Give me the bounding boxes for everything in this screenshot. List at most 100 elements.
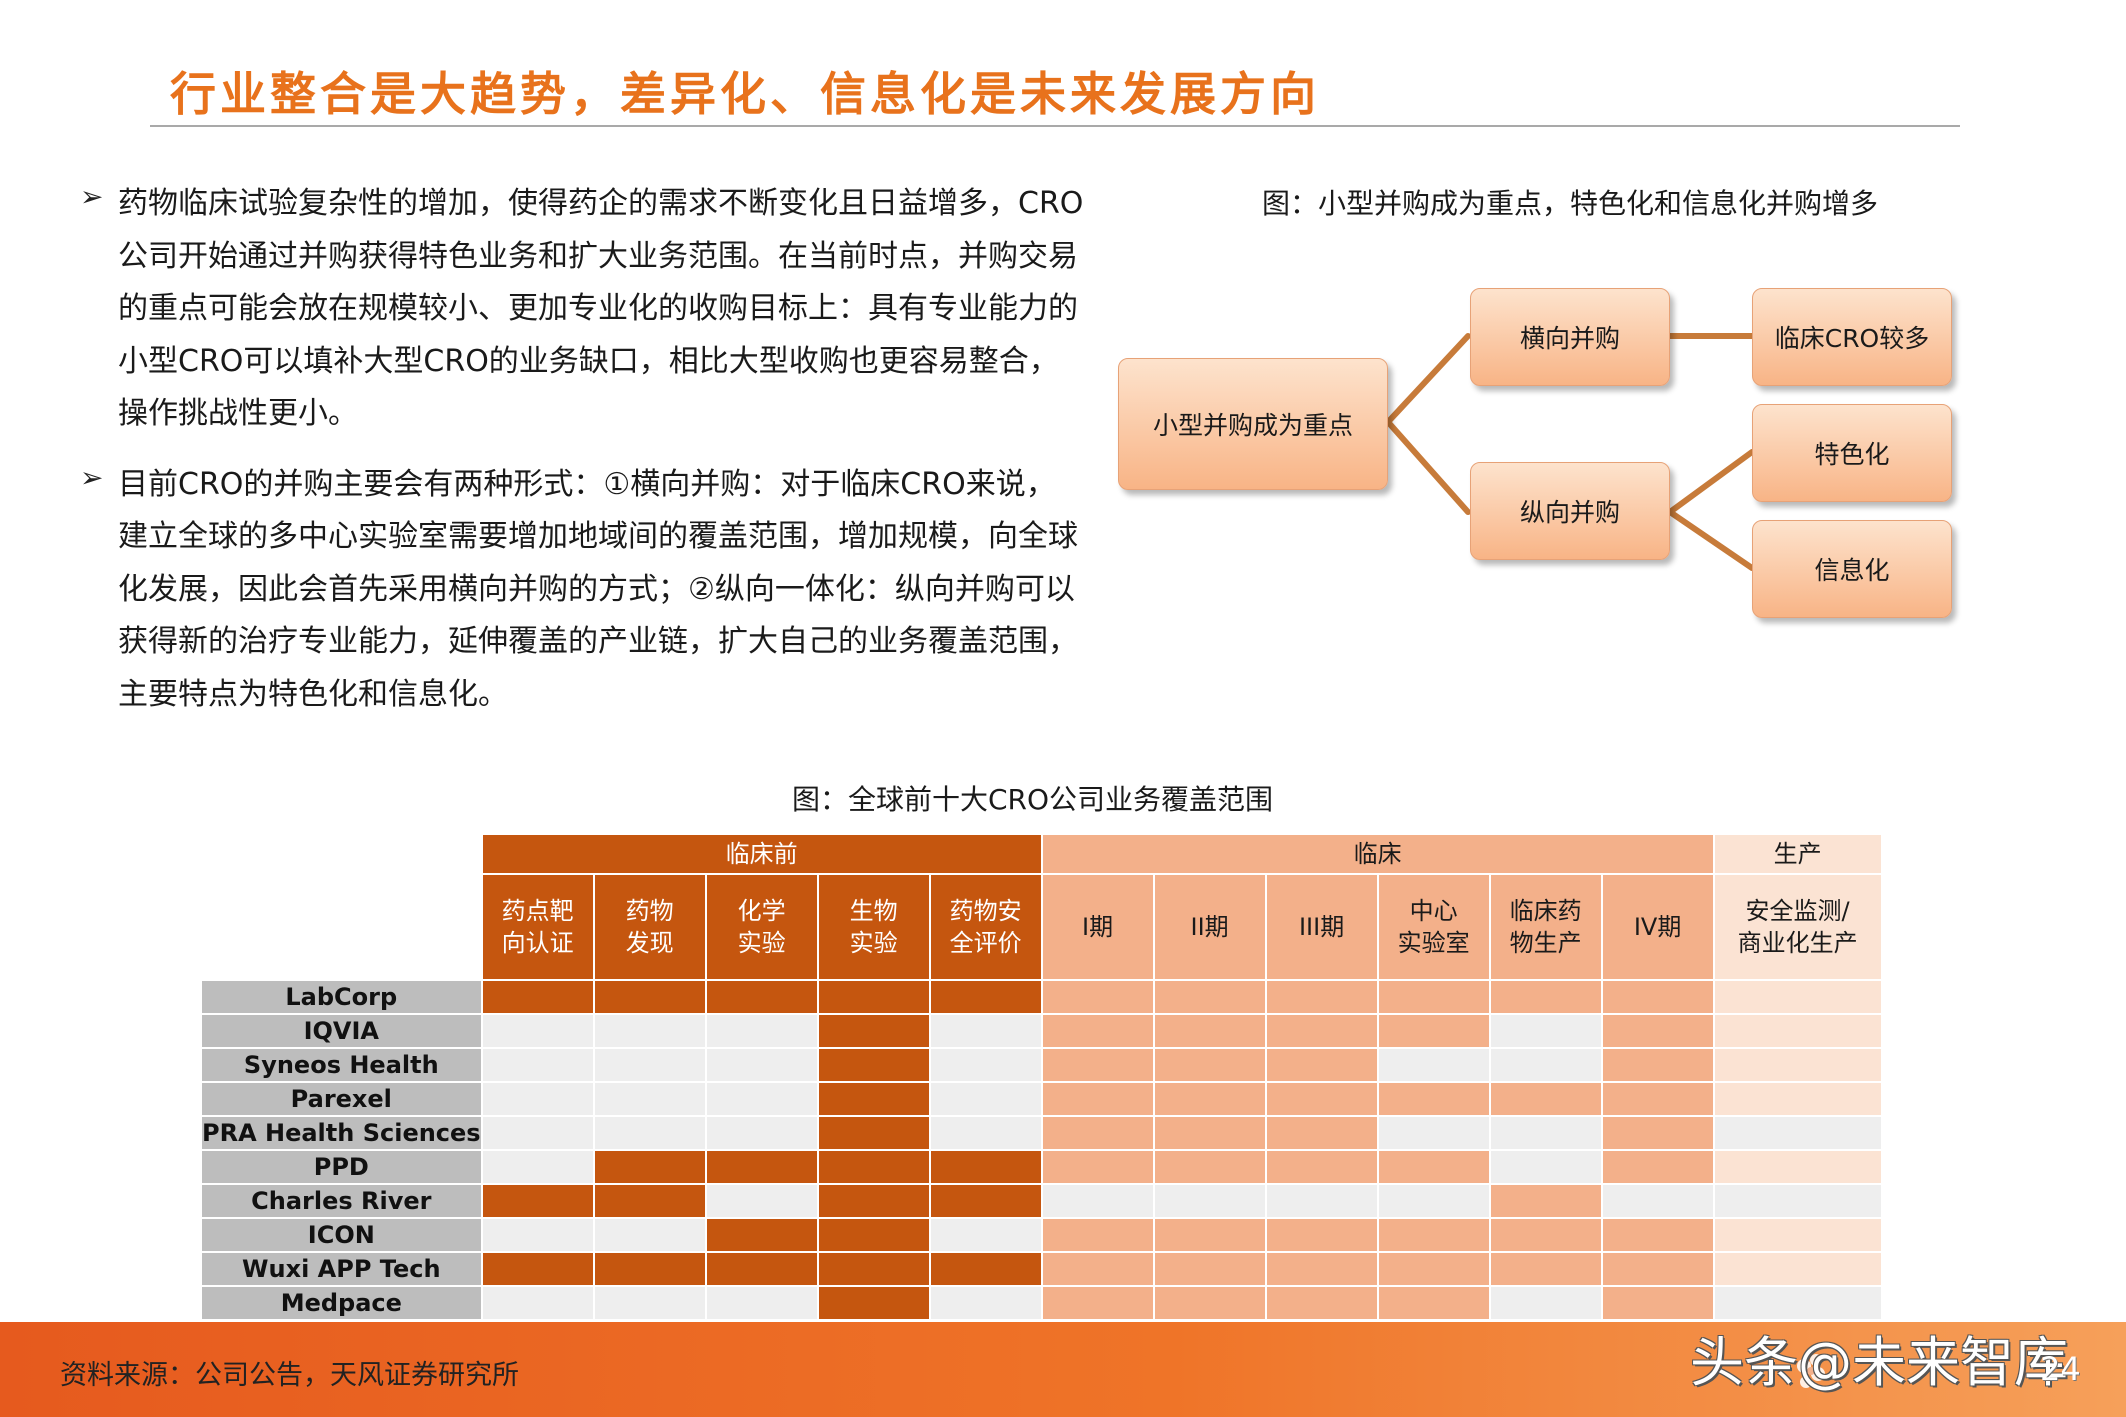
company-label: Parexel (200, 1081, 483, 1117)
table-row: Charles River (200, 1183, 1883, 1219)
coverage-cell-empty (1600, 1183, 1715, 1219)
page-title: 行业整合是大趋势，差异化、信息化是未来发展方向 (170, 67, 1320, 121)
coverage-cell-empty (480, 1149, 595, 1185)
coverage-cell-filled (1040, 1285, 1155, 1321)
coverage-cell-filled (928, 1149, 1043, 1185)
coverage-cell-filled (1264, 1081, 1379, 1117)
column-header-4: 生物 实验 (816, 873, 931, 981)
bullet-item-1: ➢ 药物临床试验复杂性的增加，使得药企的需求不断变化且日益增多，CRO 公司开始… (80, 178, 1084, 441)
coverage-cell-empty (592, 1047, 707, 1083)
coverage-cell-filled (1152, 1081, 1267, 1117)
bullet-list: ➢ 药物临床试验复杂性的增加，使得药企的需求不断变化且日益增多，CRO 公司开始… (80, 178, 1084, 739)
tree-caption: 图：小型并购成为重点，特色化和信息化并购增多 (1262, 187, 1879, 220)
coverage-cell-filled (1040, 1047, 1155, 1083)
coverage-cell-filled (816, 1115, 931, 1151)
coverage-cell-empty (592, 1013, 707, 1049)
arrow-bullet-icon: ➢ (80, 460, 104, 494)
company-label: LabCorp (200, 979, 483, 1015)
bullet-item-2: ➢ 目前CRO的并购主要会有两种形式：①横向并购：对于临床CRO来说， 建立全球… (80, 459, 1080, 722)
coverage-cell-empty (480, 1217, 595, 1253)
coverage-cell-filled (1264, 1149, 1379, 1185)
coverage-cell-filled (1376, 979, 1491, 1015)
company-label: PPD (200, 1149, 483, 1185)
coverage-cell-filled (1376, 1013, 1491, 1049)
coverage-cell-empty (1712, 1115, 1883, 1151)
column-header-5: 药物安 全评价 (928, 873, 1043, 981)
coverage-cell-empty (480, 1047, 595, 1083)
coverage-cell-filled (1152, 1115, 1267, 1151)
coverage-cell-filled (928, 1251, 1043, 1287)
table-row: ICON (200, 1217, 1883, 1253)
coverage-cell-filled (1264, 1217, 1379, 1253)
coverage-cell-filled (1152, 1047, 1267, 1083)
group-header-pro: 生产 (1712, 833, 1883, 875)
group-header-cli: 临床 (1040, 833, 1715, 875)
coverage-cell-empty (928, 1217, 1043, 1253)
matrix-corner (200, 833, 483, 981)
column-header-2: 药物 发现 (592, 873, 707, 981)
table-row: PRA Health Sciences (200, 1115, 1883, 1151)
coverage-cell-empty (592, 1115, 707, 1151)
coverage-cell-filled (1600, 1013, 1715, 1049)
column-header-6: I期 (1040, 873, 1155, 981)
tree-node-clinical-cro: 临床CRO较多 (1752, 288, 1952, 386)
acquisition-tree-diagram: 小型并购成为重点 横向并购 纵向并购 临床CRO较多 特色化 信息化 (1110, 280, 1960, 630)
coverage-cell-filled (1600, 1149, 1715, 1185)
coverage-cell-filled (1040, 1013, 1155, 1049)
coverage-cell-empty (592, 1081, 707, 1117)
matrix-caption: 图：全球前十大CRO公司业务覆盖范围 (792, 783, 1274, 816)
tree-connectors (1385, 333, 1755, 571)
coverage-cell-empty (1152, 1183, 1267, 1219)
company-label: ICON (200, 1217, 483, 1253)
coverage-cell-filled (928, 1183, 1043, 1219)
coverage-cell-filled (1376, 1081, 1491, 1117)
table-row: Parexel (200, 1081, 1883, 1117)
coverage-cell-filled (1264, 1285, 1379, 1321)
coverage-cell-empty (1488, 1013, 1603, 1049)
coverage-cell-filled (1376, 1285, 1491, 1321)
coverage-cell-filled (1376, 1149, 1491, 1185)
coverage-cell-filled (704, 1217, 819, 1253)
bullet-2-line-2: 建立全球的多中心实验室需要增加地域间的覆盖范围，增加规模，向全球 (118, 519, 1078, 554)
coverage-cell-filled (1376, 1251, 1491, 1287)
bullet-2-line-1: 目前CRO的并购主要会有两种形式：①横向并购：对于临床CRO来说， (118, 466, 1056, 502)
coverage-cell-filled (480, 979, 595, 1015)
bullet-2-line-5: 主要特点为特色化和信息化。 (118, 676, 508, 712)
coverage-cell-empty (1376, 1115, 1491, 1151)
table-row: PPD (200, 1149, 1883, 1185)
coverage-cell-filled (1040, 1251, 1155, 1287)
coverage-cell-filled (928, 979, 1043, 1015)
coverage-cell-empty (1488, 1285, 1603, 1321)
column-header-7: II期 (1152, 873, 1267, 981)
coverage-cell-empty (704, 1115, 819, 1151)
coverage-cell-empty (928, 1285, 1043, 1321)
flower-logo-icon (1797, 1354, 1825, 1388)
coverage-cell-filled (704, 1251, 819, 1287)
bullet-1-line-1: 药物临床试验复杂性的增加，使得药企的需求不断变化且日益增多，CRO (118, 186, 1084, 221)
coverage-cell-empty (1376, 1047, 1491, 1083)
coverage-cell-filled (816, 1217, 931, 1253)
bullet-2-line-4: 获得新的治疗专业能力，延伸覆盖的产业链，扩大自己的业务覆盖范围， (118, 624, 1078, 659)
coverage-cell-filled (1152, 1251, 1267, 1287)
company-label: Syneos Health (200, 1047, 483, 1083)
coverage-cell-filled (1264, 1013, 1379, 1049)
coverage-cell-filled (816, 1285, 931, 1321)
tree-node-root: 小型并购成为重点 (1118, 358, 1388, 490)
bullet-1-line-5: 操作挑战性更小。 (118, 396, 358, 431)
watermark-text: 头条@未来智库 (1690, 1331, 2068, 1394)
coverage-cell-filled (480, 1183, 595, 1219)
coverage-cell-filled (704, 979, 819, 1015)
coverage-cell-filled (592, 979, 707, 1015)
coverage-cell-filled (1712, 1013, 1883, 1049)
company-label: IQVIA (200, 1013, 483, 1049)
coverage-cell-filled (1264, 1251, 1379, 1287)
coverage-cell-filled (480, 1251, 595, 1287)
company-label: Charles River (200, 1183, 483, 1219)
coverage-cell-filled (704, 1149, 819, 1185)
table-row: LabCorp (200, 979, 1883, 1015)
coverage-cell-filled (1040, 1217, 1155, 1253)
coverage-cell-filled (1152, 1149, 1267, 1185)
bullet-2-line-3: 化发展，因此会首先采用横向并购的方式；②纵向一体化：纵向并购可以 (118, 571, 1075, 607)
coverage-cell-empty (704, 1081, 819, 1117)
column-header-3: 化学 实验 (704, 873, 819, 981)
